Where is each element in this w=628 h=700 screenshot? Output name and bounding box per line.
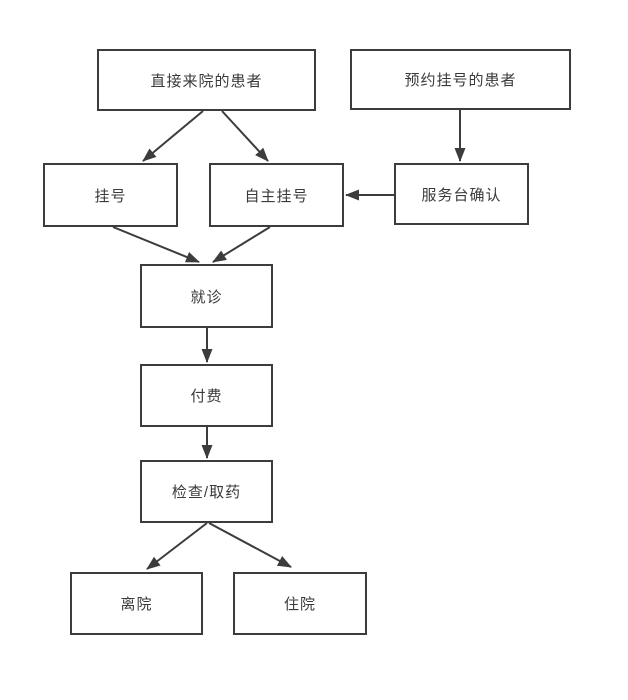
flow-node-self-register: 自主挂号 [209, 163, 344, 227]
edge-direct-to-self-register [221, 110, 269, 162]
flow-node-direct-patient: 直接来院的患者 [97, 49, 316, 111]
flow-node-check-pharmacy: 检查/取药 [140, 460, 273, 523]
flow-node-payment: 付费 [140, 364, 273, 427]
flow-node-consultation: 就诊 [140, 264, 273, 328]
flow-node-appointment-patient: 预约挂号的患者 [350, 49, 571, 110]
flow-node-hospitalize: 住院 [233, 572, 367, 635]
flow-node-service-desk-confirm: 服务台确认 [394, 163, 529, 225]
edge-register-to-consult [112, 226, 200, 263]
flow-node-leave-hospital: 离院 [70, 572, 203, 635]
edge-check-to-leave [146, 522, 208, 570]
edge-direct-to-register [142, 110, 204, 162]
flow-node-register: 挂号 [43, 163, 178, 227]
edge-check-to-hospitalize [208, 522, 292, 568]
edge-self-register-to-consult [212, 226, 271, 263]
